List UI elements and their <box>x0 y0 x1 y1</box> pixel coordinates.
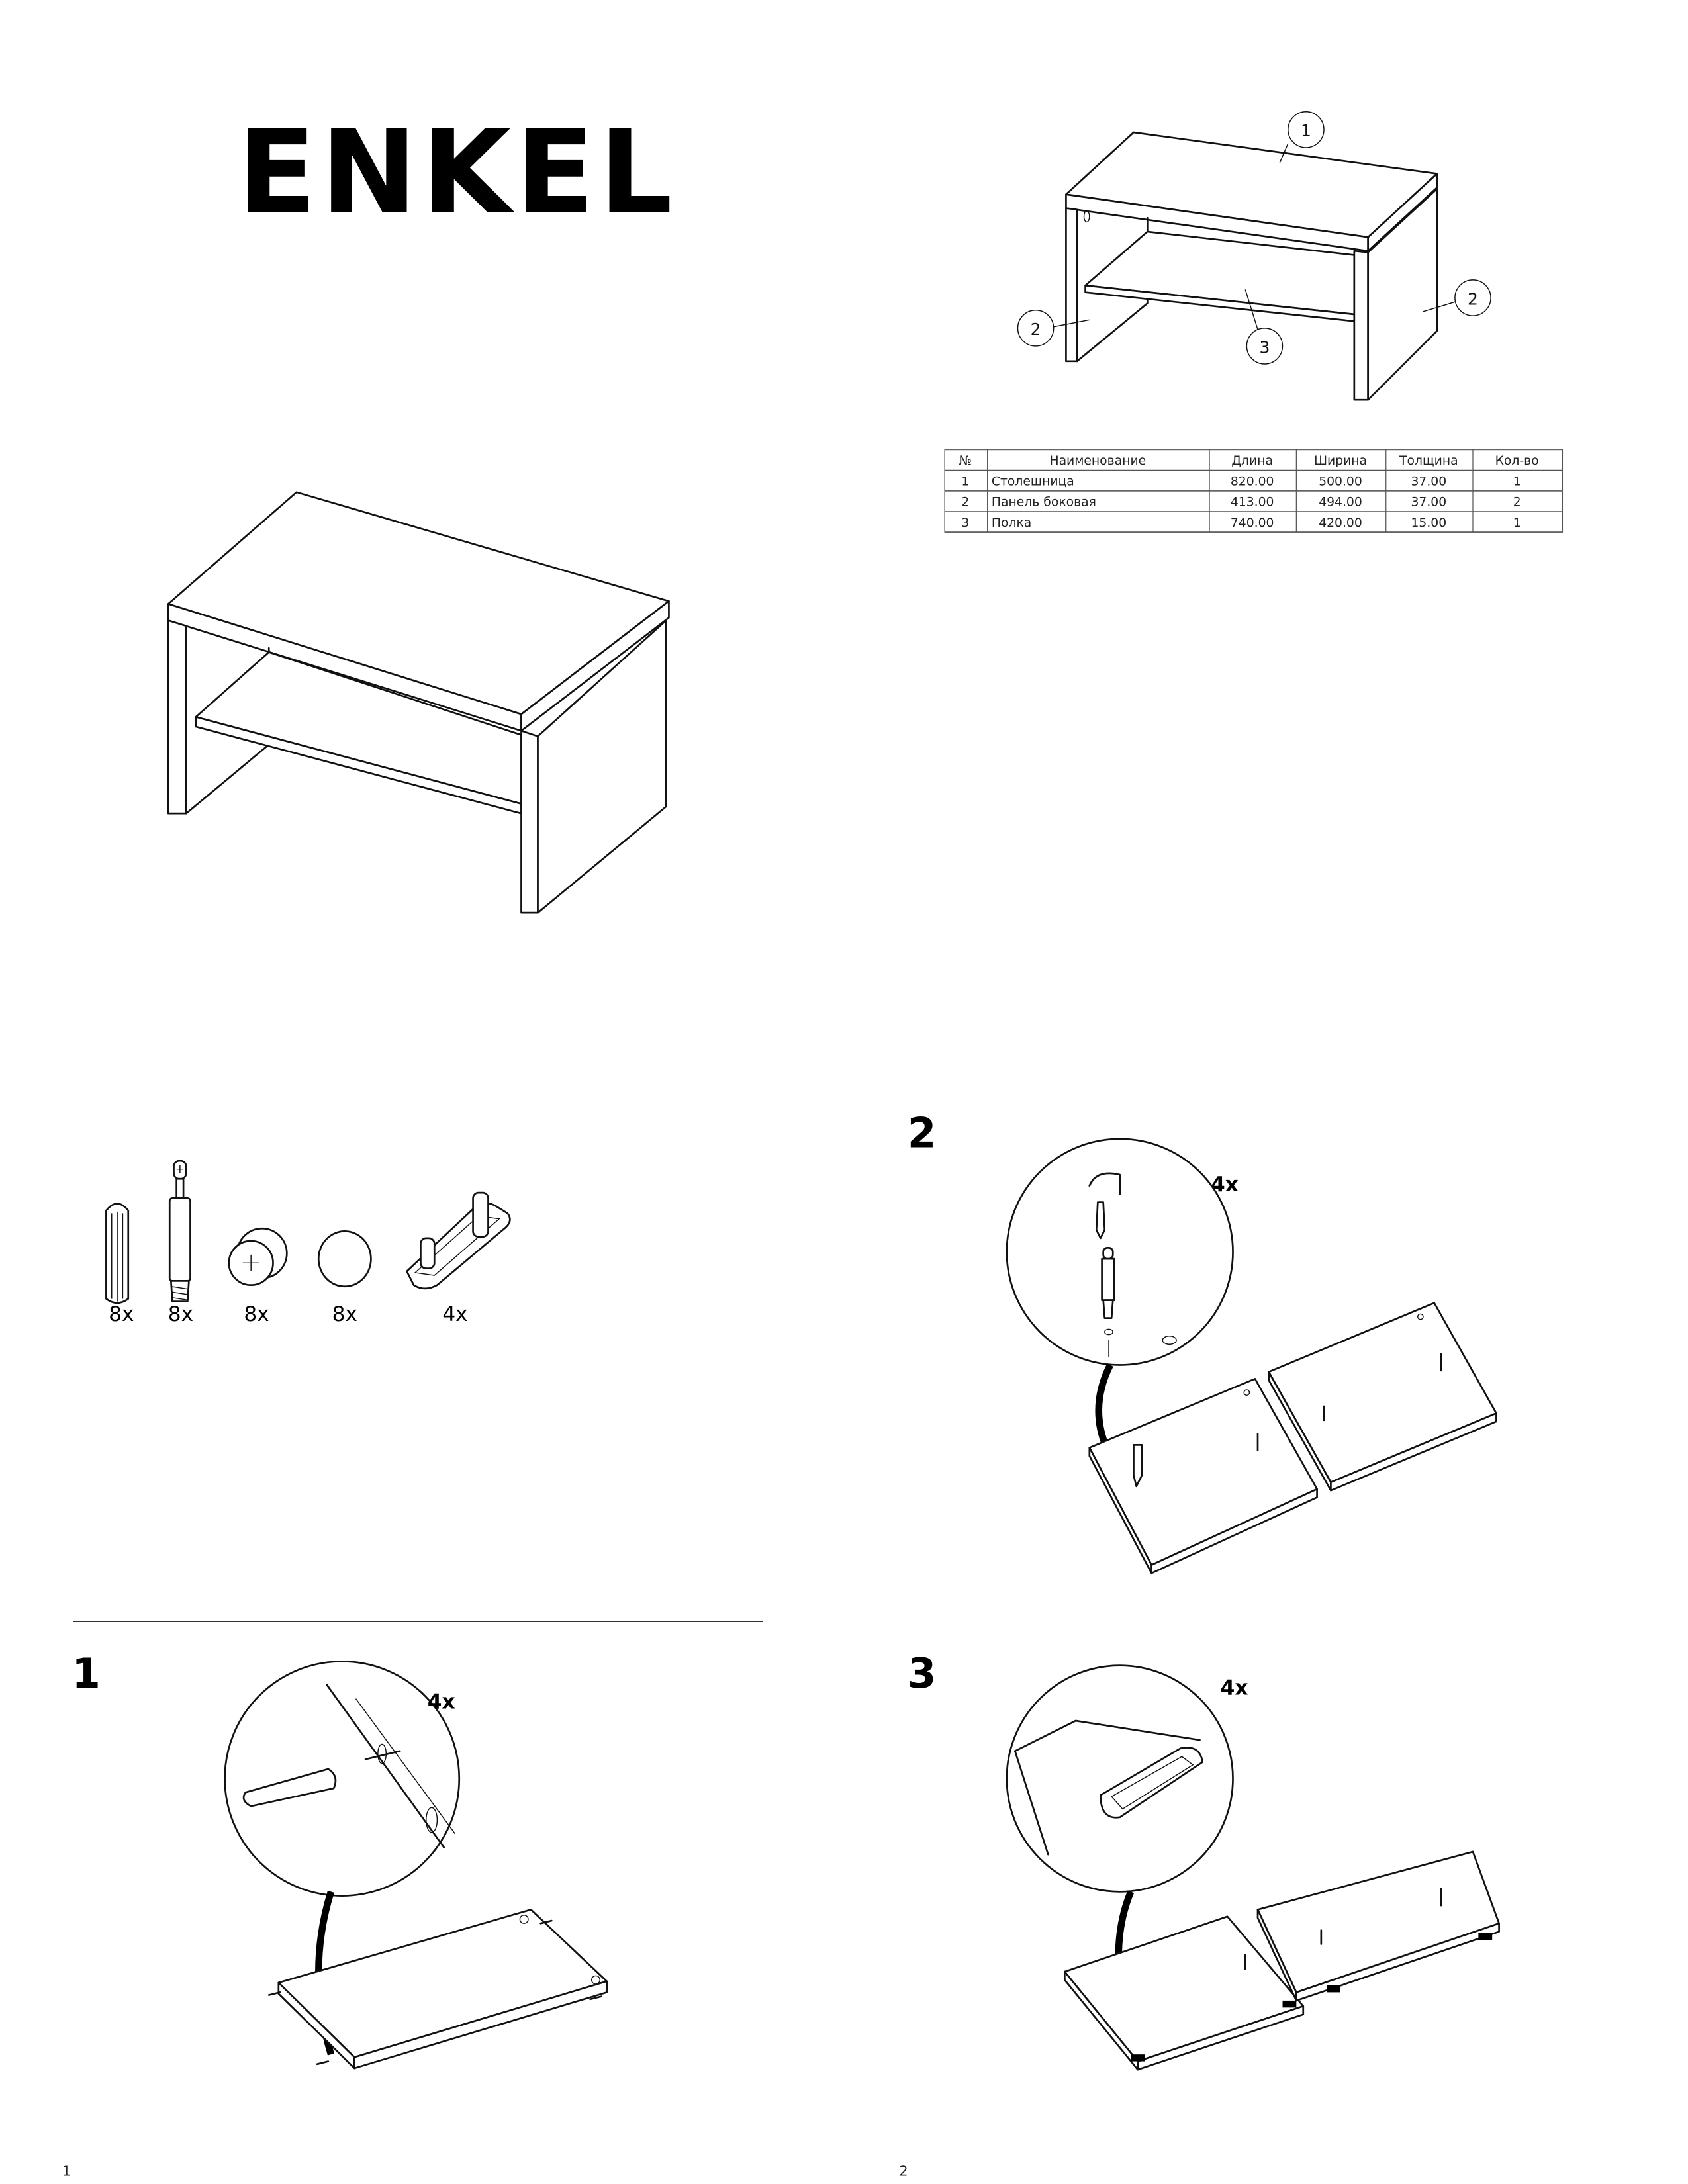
rotate-arrow-icon <box>1088 1172 1121 1195</box>
callout-2-right: 2 <box>1468 289 1478 308</box>
cell-thickness: 15.00 <box>1411 516 1446 530</box>
cell-number: 3 <box>961 516 969 530</box>
hardware-qty-cam-lock: 8x <box>244 1302 269 1326</box>
cell-name: Панель боковая <box>992 496 1096 510</box>
table-row: 1 Столешница 820.00 500.00 37.00 1 <box>961 475 1521 488</box>
table-row: 2 Панель боковая 413.00 494.00 37.00 2 <box>961 496 1521 510</box>
hardware-qty-leg-glide: 4x <box>442 1302 467 1326</box>
screwdriver-icon <box>1095 1201 1106 1240</box>
header-width: Ширина <box>1314 454 1367 468</box>
header-thickness: Толщина <box>1399 454 1458 468</box>
step-number: 3 <box>908 1649 936 1698</box>
cam-bolt-icon <box>168 1160 191 1303</box>
leg-glide-icon <box>406 1191 511 1290</box>
step-number: 1 <box>71 1649 100 1698</box>
callout-3: 3 <box>1259 338 1270 357</box>
cell-width: 420.00 <box>1319 516 1362 530</box>
cell-name: Столешница <box>992 475 1074 488</box>
cell-number: 1 <box>961 475 969 488</box>
table-row: 3 Полка 740.00 420.00 15.00 1 <box>961 516 1521 530</box>
detail-magnifier <box>224 1661 461 1897</box>
step-2: 2 4x <box>908 1109 1497 1574</box>
assembled-table-illustration <box>167 491 670 914</box>
step-3: 3 4x <box>908 1649 1500 2071</box>
product-title: ENKEL <box>237 106 677 240</box>
cell-quantity: 2 <box>1513 496 1521 510</box>
cell-thickness: 37.00 <box>1411 475 1446 488</box>
header-name: Наименование <box>1049 454 1146 468</box>
header-number: № <box>959 454 972 468</box>
parts-table: № Наименование Длина Ширина Толщина Кол-… <box>944 449 1564 533</box>
cam-lock-icon <box>228 1227 288 1287</box>
cell-length: 820.00 <box>1231 475 1274 488</box>
leg-glide-icon <box>1100 1747 1204 1819</box>
cell-width: 500.00 <box>1319 475 1362 488</box>
parts-diagram: 1 2 2 3 <box>1017 111 1491 401</box>
detail-magnifier <box>1006 1138 1234 1366</box>
cell-name: Полка <box>992 516 1031 530</box>
cell-length: 413.00 <box>1231 496 1274 510</box>
callout-2-left: 2 <box>1031 320 1041 339</box>
cell-quantity: 1 <box>1513 475 1521 488</box>
hardware-qty-cam-bolt: 8x <box>168 1302 193 1326</box>
step-qty: 4x <box>428 1690 455 1713</box>
page-number-right: 2 <box>899 2163 908 2179</box>
callout-circle <box>1288 111 1325 148</box>
step-qty: 4x <box>1221 1676 1248 1700</box>
wooden-dowel-icon <box>105 1203 130 1304</box>
callout-1: 1 <box>1301 121 1311 140</box>
dowel-icon <box>242 1768 337 1807</box>
cell-thickness: 37.00 <box>1411 496 1446 510</box>
table-header: № Наименование Длина Ширина Толщина Кол-… <box>959 454 1539 468</box>
step-number: 2 <box>908 1109 936 1157</box>
header-quantity: Кол-во <box>1495 454 1539 468</box>
hardware-list: 8x 8x 8x 8x 4x <box>105 1160 511 1326</box>
hardware-qty-cover-cap: 8x <box>332 1302 357 1326</box>
cell-length: 740.00 <box>1231 516 1274 530</box>
hardware-qty-dowel: 8x <box>109 1302 134 1326</box>
cover-cap-icon <box>317 1230 372 1288</box>
cell-number: 2 <box>961 496 969 510</box>
detail-magnifier <box>1006 1664 1234 1893</box>
page-number-left: 1 <box>62 2163 71 2179</box>
step-1: 1 4x <box>71 1649 608 2070</box>
cell-width: 494.00 <box>1319 496 1362 510</box>
header-length: Длина <box>1231 454 1273 468</box>
cell-quantity: 1 <box>1513 516 1521 530</box>
